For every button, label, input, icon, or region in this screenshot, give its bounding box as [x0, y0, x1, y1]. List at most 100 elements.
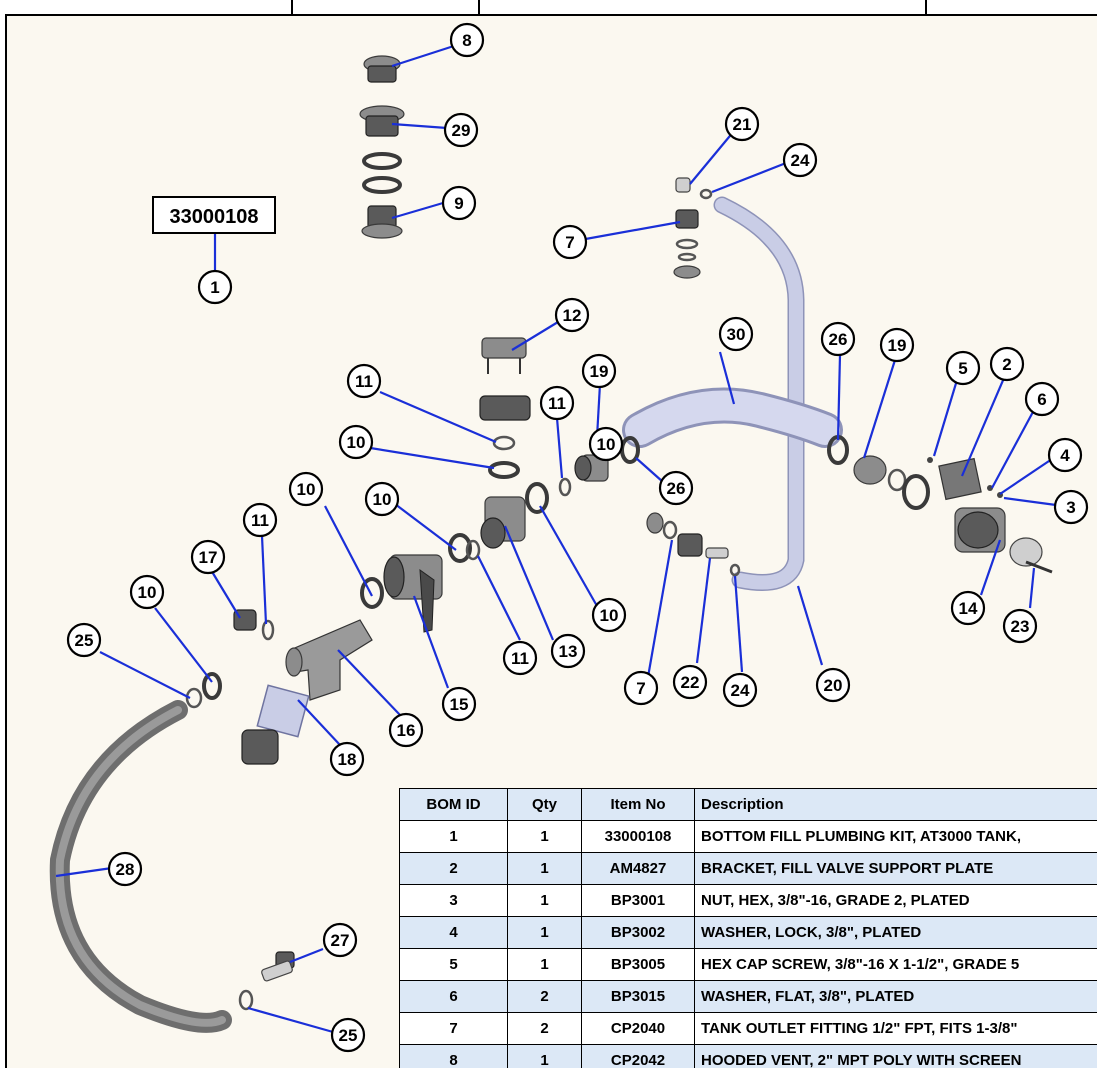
- item-no-cell: BP3005: [581, 948, 695, 981]
- part-ball-valve: [360, 554, 443, 633]
- callout-number: 25: [339, 1026, 358, 1045]
- callout-number: 10: [347, 433, 366, 452]
- col-bom-id: BOM ID: [399, 788, 508, 821]
- description-cell: WASHER, FLAT, 3/8", PLATED: [694, 980, 1097, 1013]
- item-no-cell: 33000108: [581, 820, 695, 853]
- bom-id-cell: 3: [399, 884, 508, 917]
- callout-11: 11: [539, 385, 575, 421]
- callout-number: 24: [791, 151, 810, 170]
- qty-cell: 1: [507, 948, 582, 981]
- callout-number: 17: [199, 548, 218, 567]
- part-outlet-top: [673, 177, 713, 279]
- bom-id-cell: 8: [399, 1044, 508, 1068]
- col-qty: Qty: [507, 788, 582, 821]
- description-cell: BOTTOM FILL PLUMBING KIT, AT3000 TANK,: [694, 820, 1097, 853]
- hose-20: [713, 196, 805, 591]
- callout-13: 13: [550, 633, 586, 669]
- callout-24: 24: [722, 672, 758, 708]
- callout-11: 11: [346, 363, 382, 399]
- callout-7: 7: [552, 224, 588, 260]
- callout-26: 26: [658, 470, 694, 506]
- part-tee-strainer: [241, 619, 373, 765]
- bom-id-cell: 1: [399, 820, 508, 853]
- callout-number: 26: [667, 479, 686, 498]
- callout-number: 11: [251, 511, 269, 530]
- callout-labels: 1234567789101010101010111111111213141516…: [66, 22, 1089, 1053]
- qty-cell: 1: [507, 820, 582, 853]
- callout-24: 24: [782, 142, 818, 178]
- part-vent-stack: [359, 55, 405, 239]
- callout-26: 26: [820, 321, 856, 357]
- callout-number: 11: [511, 649, 529, 668]
- item-no-cell: CP2040: [581, 1012, 695, 1045]
- callout-8: 8: [449, 22, 485, 58]
- callout-20: 20: [815, 667, 851, 703]
- callout-number: 10: [138, 583, 157, 602]
- callout-number: 23: [1011, 617, 1030, 636]
- callout-number: 7: [636, 679, 645, 698]
- left-border: [0, 14, 7, 1068]
- callout-number: 29: [452, 121, 471, 140]
- description-cell: WASHER, LOCK, 3/8", PLATED: [694, 916, 1097, 949]
- hose-30: [622, 387, 843, 448]
- col-description: Description: [694, 788, 1097, 821]
- callout-27: 27: [322, 922, 358, 958]
- callout-3: 3: [1053, 489, 1089, 525]
- callout-6: 6: [1024, 381, 1060, 417]
- callout-number: 13: [559, 642, 578, 661]
- leader-lines: [55, 42, 1057, 1034]
- callout-10: 10: [288, 471, 324, 507]
- part-strainer-head: [479, 337, 531, 479]
- callout-number: 19: [888, 336, 907, 355]
- callout-30: 30: [718, 316, 754, 352]
- callout-number: 21: [733, 115, 752, 134]
- border-tick: [291, 0, 293, 14]
- callout-10: 10: [129, 574, 165, 610]
- callout-5: 5: [945, 350, 981, 386]
- callout-12: 12: [554, 297, 590, 333]
- callout-number: 5: [958, 359, 967, 378]
- callout-1: 1: [197, 269, 233, 305]
- callout-number: 9: [454, 194, 463, 213]
- callout-number: 4: [1060, 446, 1070, 465]
- bom-id-cell: 7: [399, 1012, 508, 1045]
- part-left-fittings: [185, 609, 275, 709]
- callout-number: 10: [597, 435, 616, 454]
- col-item-no: Item No: [581, 788, 695, 821]
- callout-number: 22: [681, 673, 700, 692]
- callout-number: 7: [565, 233, 574, 252]
- callout-number: 18: [338, 750, 357, 769]
- callout-19: 19: [581, 353, 617, 389]
- callout-4: 4: [1047, 437, 1083, 473]
- part-elbow-27: [238, 951, 295, 1011]
- qty-cell: 1: [507, 916, 582, 949]
- qty-cell: 2: [507, 1012, 582, 1045]
- callout-number: 2: [1002, 355, 1011, 374]
- item-no-cell: BP3002: [581, 916, 695, 949]
- item-no-cell: CP2042: [581, 1044, 695, 1068]
- qty-cell: 1: [507, 852, 582, 885]
- item-no-cell: AM4827: [581, 852, 695, 885]
- callout-29: 29: [443, 112, 479, 148]
- callout-25: 25: [66, 622, 102, 658]
- callout-22: 22: [672, 664, 708, 700]
- callout-number: 27: [331, 931, 350, 950]
- callout-number: 6: [1037, 390, 1046, 409]
- top-border: [0, 0, 1097, 16]
- border-tick: [925, 0, 927, 14]
- callout-7: 7: [623, 670, 659, 706]
- callout-10: 10: [588, 426, 624, 462]
- callout-16: 16: [388, 712, 424, 748]
- callout-19: 19: [879, 327, 915, 363]
- callout-number: 11: [355, 372, 373, 391]
- callout-2: 2: [989, 346, 1025, 382]
